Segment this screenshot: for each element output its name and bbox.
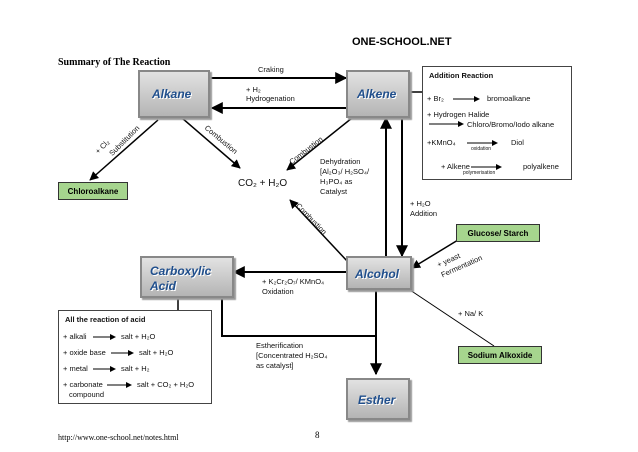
esterification-label-3: as catalyst] (256, 361, 294, 370)
esther-node: Esther (346, 378, 410, 420)
carboxylic-label-line2: Acid (150, 279, 177, 293)
sodium-alkoxide-box: Sodium Alkoxide (458, 346, 542, 364)
site-title: ONE-SCHOOL.NET (352, 36, 452, 48)
alcohol-label: Alcohol (355, 267, 399, 281)
glucose-starch-box: Glucose/ Starch (456, 224, 540, 242)
acid-row-2-right: salt + H₂O (139, 348, 174, 357)
alcohol-node: Alcohol (346, 256, 412, 290)
esterification-label-2: [Concentrated H₂SO₄ (256, 351, 328, 360)
combustion-alkane-arrow (181, 117, 241, 169)
chloroalkane-box: Chloroalkane (58, 182, 128, 200)
acid-panel-title: All the reaction of acid (65, 315, 146, 324)
carboxylic-label-line1: Carboxylic (150, 264, 212, 278)
page-number: 8 (315, 430, 320, 440)
addition-row-2-right: Chloro/Bromo/Iodo alkane (467, 120, 555, 129)
acid-row-2-arrow (111, 350, 134, 356)
dehydration-label-1: Dehydration (320, 157, 361, 166)
acid-row-1-right: salt + H₂O (121, 332, 156, 341)
esther-label: Esther (358, 393, 396, 407)
acid-row-4-right: salt + CO₂ + H₂O (137, 380, 195, 389)
addition-row-3-under: oxidation (471, 146, 492, 152)
footer-url: http://www.one-school.net/notes.html (58, 433, 179, 442)
cracking-label: Craking (258, 65, 284, 74)
addition-label-2: Addition (410, 209, 438, 218)
addition-row-3-right: Diol (511, 138, 524, 147)
substitution-arrow (89, 119, 159, 181)
sodium-connector (409, 289, 495, 347)
addition-row-2-arrow (429, 121, 464, 127)
addition-row-4-left: + Alkene (441, 162, 470, 171)
alkane-label: Alkane (152, 87, 192, 101)
hydrogenation-label-1: + H₂ (246, 85, 261, 94)
page-heading: Summary of The Reaction (58, 57, 171, 68)
addition-row-3-left: +KMnO₄ (427, 138, 456, 147)
fermentation-arrow (411, 239, 459, 269)
acid-row-4-arrow (107, 382, 132, 388)
acid-row-3-arrow (93, 366, 116, 372)
acid-reaction-panel: All the reaction of acid + alkali salt +… (58, 310, 212, 404)
addition-row-2-left: + Hydrogen Halide (427, 110, 490, 119)
acid-row-1-arrow (93, 334, 116, 340)
dehydration-label-4: Catalyst (320, 187, 348, 196)
addition-panel-title: Addition Reaction (429, 71, 494, 80)
oxidation-label-1: + K₂Cr₂O₇/ KMnO₄ (262, 277, 325, 286)
addition-row-1-left: + Br₂ (427, 94, 444, 103)
combustion-alkene-arrow (286, 117, 353, 171)
esterification-path (221, 298, 376, 337)
addition-row-4-right: polyalkene (523, 162, 559, 171)
addition-row-1-right: bromoalkane (487, 94, 531, 103)
addition-reaction-panel: Addition Reaction + Br₂ bromoalkane + Hy… (422, 66, 572, 180)
addition-row-4-arrow (471, 164, 502, 170)
alkane-node: Alkane (138, 70, 210, 118)
acid-row-4-left: + carbonate (63, 380, 103, 389)
alkene-label: Alkene (357, 87, 397, 101)
esterification-label-1: Estherification (256, 341, 304, 350)
dehydration-label-2: [Al₂O₃/ H₂SO₄/ (320, 167, 370, 176)
carboxylic-acid-node: Carboxylic Acid (140, 256, 234, 298)
alkene-node: Alkene (346, 70, 410, 118)
acid-row-1-left: + alkali (63, 332, 87, 341)
combustion-alcohol-arrow (289, 199, 349, 263)
acid-row-3-right: salt + H₂ (121, 364, 150, 373)
hydrogenation-label-2: Hydrogenation (246, 94, 295, 103)
addition-label-1: + H₂O (410, 199, 431, 208)
co2-water-product: CO₂ + H₂O (238, 178, 288, 189)
acid-row-5-left: compound (69, 390, 105, 399)
dehydration-label-3: H₃PO₄ as (320, 177, 353, 186)
addition-row-4-under: polymerisation (463, 170, 496, 176)
acid-row-2-left: + oxide base (63, 348, 106, 357)
sodium-reagent-label: + Na/ K (458, 309, 484, 318)
oxidation-label-2: Oxidation (262, 287, 294, 296)
acid-row-3-left: + metal (63, 364, 88, 373)
addition-row-3-arrow (467, 140, 498, 146)
addition-row-1-arrow (453, 96, 480, 102)
